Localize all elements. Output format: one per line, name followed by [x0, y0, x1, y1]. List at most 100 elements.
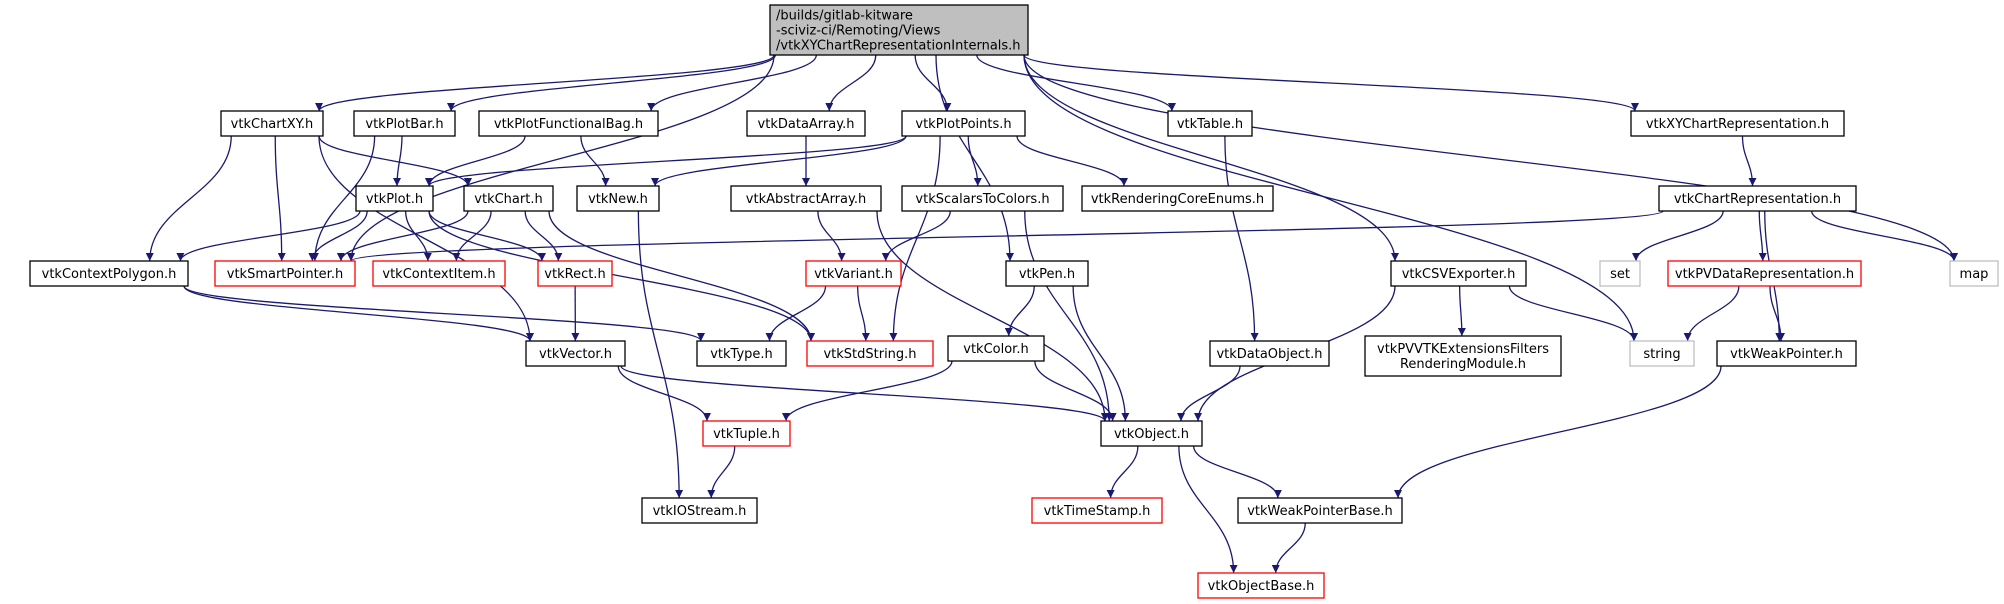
node-vtk-object-base[interactable]: vtkObjectBase.h — [1197, 572, 1325, 599]
node-box — [901, 185, 1064, 212]
node-vtk-pvvtkextensions-filters[interactable]: vtkPVVTKExtensionsFiltersRenderingModule… — [1364, 335, 1562, 377]
node-vtk-rect[interactable]: vtkRect.h — [537, 260, 613, 287]
node-label: -sciviz-ci/Remoting/Views — [776, 24, 941, 39]
edge-root-to-vtk-plot-functional-bag — [647, 54, 818, 112]
node-label: map — [1960, 267, 1989, 282]
node-label: vtkPlotFunctionalBag.h — [494, 117, 643, 132]
node-vtk-object[interactable]: vtkObject.h — [1100, 420, 1203, 447]
node-box — [29, 260, 189, 287]
node-vtk-csvexporter[interactable]: vtkCSVExporter.h — [1390, 260, 1527, 287]
edge-vtk-plot-to-vtk-context-polygon — [176, 210, 361, 262]
edge-root-to-vtk-smart-pointer — [347, 54, 775, 262]
node-vtk-chart-xy[interactable]: vtkChartXY.h — [220, 110, 324, 137]
edge-vtk-new-to-vtk-iostream — [637, 210, 684, 499]
edge-vtk-chart-representation-to-vtk-pvdata-representation — [1758, 210, 1767, 262]
edge-root-to-vtk-data-array — [825, 54, 877, 112]
node-vtk-pen[interactable]: vtkPen.h — [1005, 260, 1089, 287]
node-vtk-smart-pointer[interactable]: vtkSmartPointer.h — [214, 260, 356, 287]
node-vtk-context-polygon[interactable]: vtkContextPolygon.h — [29, 260, 189, 287]
edge-vtk-context-polygon-to-vtk-vector — [183, 285, 534, 342]
edge-vtk-csvexporter-to-vtk-pvvtkextensions-filters — [1457, 285, 1466, 337]
node-vtk-weak-pointer[interactable]: vtkWeakPointer.h — [1716, 340, 1857, 367]
edge-vtk-plot-functional-bag-to-vtk-plot — [425, 135, 526, 187]
node-vtk-rendering-core-enums[interactable]: vtkRenderingCoreEnums.h — [1081, 185, 1274, 212]
node-vtk-type[interactable]: vtkType.h — [696, 340, 787, 367]
node-label: vtkPlotPoints.h — [915, 117, 1011, 132]
node-vtk-std-string[interactable]: vtkStdString.h — [806, 340, 934, 367]
edge-vtk-plot-to-vtk-context-item — [404, 210, 432, 262]
node-vtk-chart-representation[interactable]: vtkChartRepresentation.h — [1658, 185, 1857, 212]
node-label: vtkObject.h — [1114, 427, 1189, 442]
node-label: vtkRenderingCoreEnums.h — [1091, 192, 1264, 207]
node-vtk-data-object[interactable]: vtkDataObject.h — [1209, 340, 1330, 367]
edge-vtk-xychart-representation-to-vtk-chart-representation — [1741, 135, 1757, 187]
node-box — [1390, 260, 1527, 287]
edge-vtk-color-to-vtk-tuple — [782, 360, 953, 422]
node-box — [220, 110, 324, 137]
node-label: vtkContextPolygon.h — [42, 267, 177, 282]
node-label: vtkWeakPointerBase.h — [1247, 504, 1393, 519]
node-string[interactable]: string — [1629, 340, 1695, 367]
edge-root-to-vtk-plot-points — [914, 54, 952, 112]
node-vtk-plot[interactable]: vtkPlot.h — [355, 185, 434, 212]
node-vtk-chart[interactable]: vtkChart.h — [463, 185, 554, 212]
edge-vtk-vector-to-vtk-tuple — [617, 365, 711, 422]
edge-root-to-map — [1023, 54, 1958, 262]
node-label: RenderingModule.h — [1400, 357, 1526, 372]
node-vtk-iostream[interactable]: vtkIOStream.h — [641, 497, 758, 524]
edge-vtk-data-object-to-vtk-object — [1177, 365, 1241, 422]
node-vtk-weak-pointer-base[interactable]: vtkWeakPointerBase.h — [1237, 497, 1403, 524]
node-vtk-time-stamp[interactable]: vtkTimeStamp.h — [1031, 497, 1163, 524]
node-box — [641, 497, 758, 524]
node-vtk-color[interactable]: vtkColor.h — [947, 335, 1045, 362]
node-box — [1667, 260, 1862, 287]
node-vtk-context-item[interactable]: vtkContextItem.h — [372, 260, 506, 287]
node-label: vtkScalarsToColors.h — [915, 192, 1049, 207]
node-label: vtkColor.h — [963, 342, 1028, 357]
edge-vtk-chart-xy-to-vtk-smart-pointer — [274, 135, 286, 262]
node-box — [696, 340, 787, 367]
node-box — [353, 110, 456, 137]
node-vtk-tuple[interactable]: vtkTuple.h — [702, 420, 791, 447]
node-vtk-xychart-representation[interactable]: vtkXYChartRepresentation.h — [1630, 110, 1845, 137]
node-vtk-abstract-array[interactable]: vtkAbstractArray.h — [730, 185, 882, 212]
edge-vtk-scalars-to-colors-to-vtk-variant — [881, 210, 951, 262]
node-vtk-data-array[interactable]: vtkDataArray.h — [746, 110, 866, 137]
edge-vtk-chart-xy-to-vtk-vector — [318, 135, 534, 342]
node-label: vtkXYChartRepresentation.h — [1646, 117, 1829, 132]
node-vtk-scalars-to-colors[interactable]: vtkScalarsToColors.h — [901, 185, 1064, 212]
node-box — [746, 110, 866, 137]
edge-vtk-chart-representation-to-set — [1632, 210, 1724, 262]
node-label: vtkChartRepresentation.h — [1674, 192, 1841, 207]
node-box — [1364, 335, 1562, 377]
node-map[interactable]: map — [1949, 260, 1999, 287]
node-vtk-vector[interactable]: vtkVector.h — [525, 340, 626, 367]
node-vtk-new[interactable]: vtkNew.h — [576, 185, 660, 212]
edge-vtk-plot-points-to-vtk-scalars-to-colors — [967, 135, 982, 187]
node-box — [576, 185, 660, 212]
edge-vtk-vector-to-vtk-object — [620, 365, 1109, 422]
edge-vtk-table-to-vtk-data-object — [1224, 135, 1259, 342]
node-set[interactable]: set — [1599, 260, 1641, 287]
node-box — [1716, 340, 1857, 367]
edge-vtk-plot-points-to-vtk-new — [651, 135, 907, 187]
node-vtk-plot-bar[interactable]: vtkPlotBar.h — [353, 110, 456, 137]
edge-vtk-chart-representation-to-map — [1810, 210, 1958, 262]
edge-vtk-csvexporter-to-string — [1508, 285, 1638, 342]
node-vtk-plot-functional-bag[interactable]: vtkPlotFunctionalBag.h — [478, 110, 659, 137]
edge-vtk-plot-to-vtk-smart-pointer — [308, 210, 368, 262]
node-label: /builds/gitlab-kitware — [776, 9, 913, 24]
node-label: set — [1610, 267, 1630, 282]
edge-root-to-vtk-chart-xy — [315, 54, 775, 112]
node-vtk-pvdata-representation[interactable]: vtkPVDataRepresentation.h — [1667, 260, 1862, 287]
edge-vtk-plot-bar-to-vtk-plot — [393, 135, 403, 187]
node-vtk-table[interactable]: vtkTable.h — [1167, 110, 1253, 137]
node-vtk-variant[interactable]: vtkVariant.h — [805, 260, 902, 287]
node-box — [1081, 185, 1274, 212]
node-vtk-plot-points[interactable]: vtkPlotPoints.h — [901, 110, 1026, 137]
edge-vtk-object-to-vtk-object-base — [1178, 445, 1238, 574]
node-root[interactable]: /builds/gitlab-kitware-sciviz-ci/Remotin… — [769, 4, 1029, 56]
node-box — [1197, 572, 1325, 599]
node-label: vtkChartXY.h — [231, 117, 314, 132]
